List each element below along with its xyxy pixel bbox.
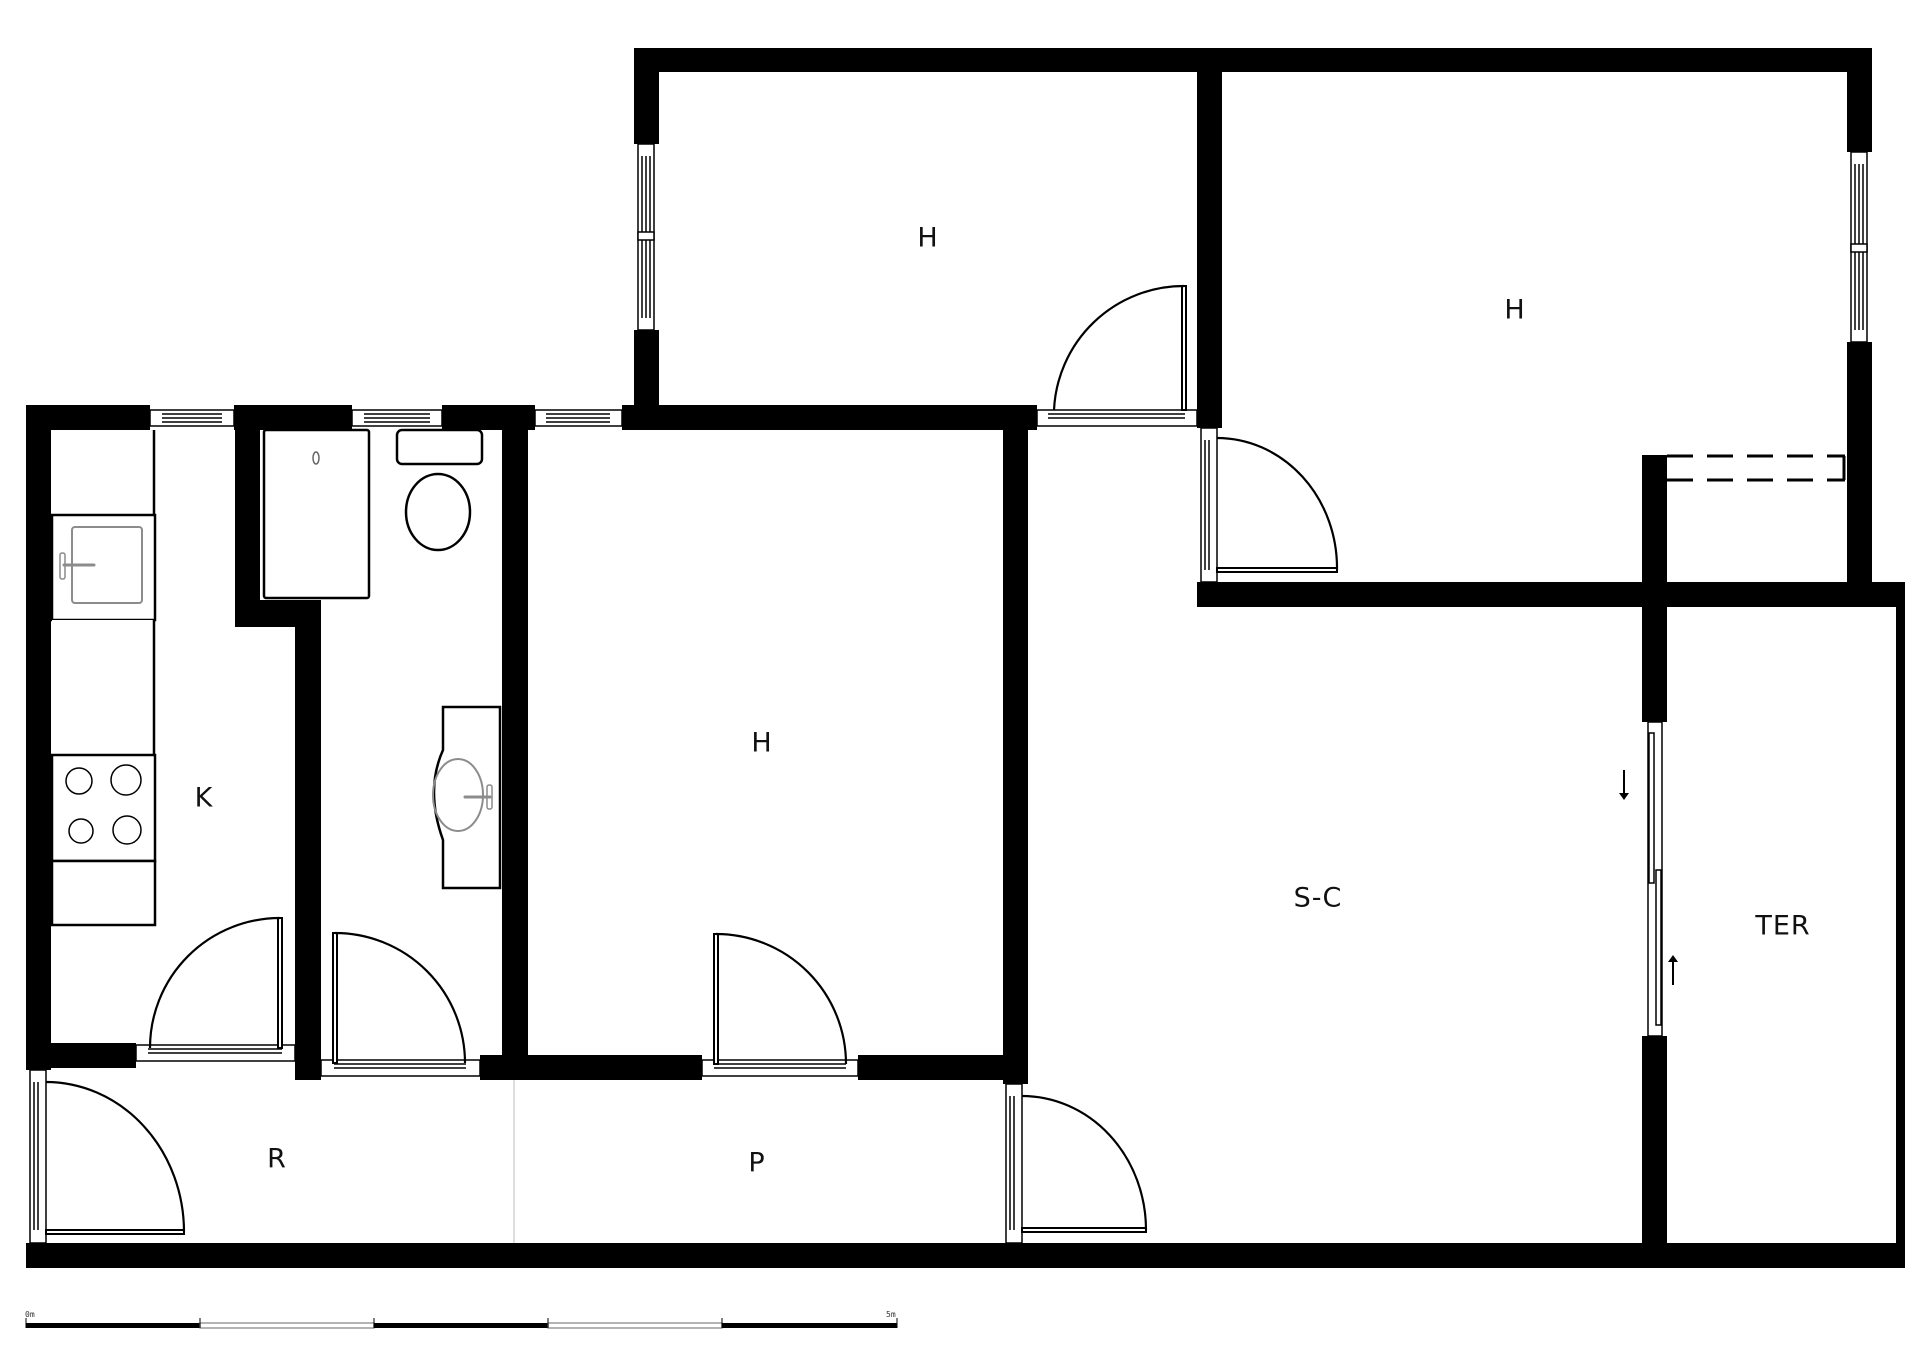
room-label-kitchen: K [194, 782, 214, 814]
room-label-bedroom-top-left: H [917, 222, 939, 254]
washbasin-icon [432, 705, 502, 890]
window-center [534, 409, 623, 427]
room-label-hallway: P [748, 1147, 766, 1179]
door-bedroom-top-left[interactable] [1036, 284, 1198, 427]
scale-start-label: 0m [25, 1310, 35, 1319]
window-bathroom [351, 409, 443, 427]
room-label-living-dining: S-C [1293, 882, 1343, 914]
walls [26, 48, 1905, 1268]
door-entrance[interactable] [29, 1069, 186, 1244]
scale-end-label: 5m [886, 1310, 896, 1319]
door-bedroom-top-right[interactable] [1200, 427, 1339, 583]
doors [29, 284, 1339, 1244]
room-label-bedroom-center: H [751, 727, 773, 759]
shower-tray-icon [262, 428, 371, 600]
window-kitchen [149, 409, 235, 427]
window-bedroom-right [1850, 151, 1868, 343]
windows [149, 143, 1868, 1037]
door-bedroom-center[interactable] [701, 932, 859, 1077]
up-arrow-icon [1668, 955, 1678, 985]
kitchen-sink-icon [59, 526, 143, 604]
scale-bar [25, 1318, 898, 1329]
closet-overhead-dashed [1667, 454, 1846, 482]
toilet-icon [395, 428, 484, 552]
door-living-room[interactable] [1005, 1083, 1148, 1244]
door-kitchen[interactable] [135, 916, 296, 1062]
room-label-terrace: TER [1755, 910, 1811, 942]
sliding-door-terrace[interactable] [1647, 721, 1663, 1037]
room-label-bedroom-top-right: H [1504, 294, 1526, 326]
door-bathroom[interactable] [320, 931, 481, 1077]
down-arrow-icon [1619, 770, 1629, 800]
cooktop-icon [65, 764, 142, 845]
window-bedroom-left [637, 143, 655, 331]
kitchen-counter [50, 430, 157, 927]
room-label-entrance: R [267, 1143, 287, 1175]
